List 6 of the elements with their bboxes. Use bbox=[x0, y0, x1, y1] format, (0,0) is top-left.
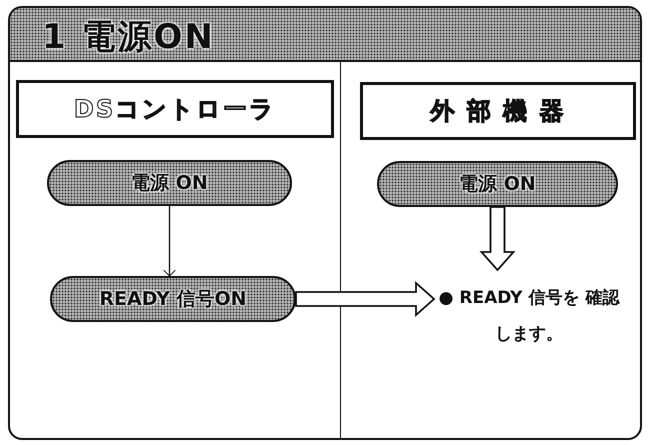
header-box: DSコントローラ bbox=[16, 80, 334, 138]
arrow bbox=[163, 206, 176, 276]
hollow-arrow bbox=[295, 281, 436, 317]
hollow-arrow bbox=[480, 206, 516, 272]
header-box: 外 部 機 器 bbox=[360, 82, 636, 140]
note-text: ● READY 信号を 確認します。 bbox=[434, 270, 624, 364]
